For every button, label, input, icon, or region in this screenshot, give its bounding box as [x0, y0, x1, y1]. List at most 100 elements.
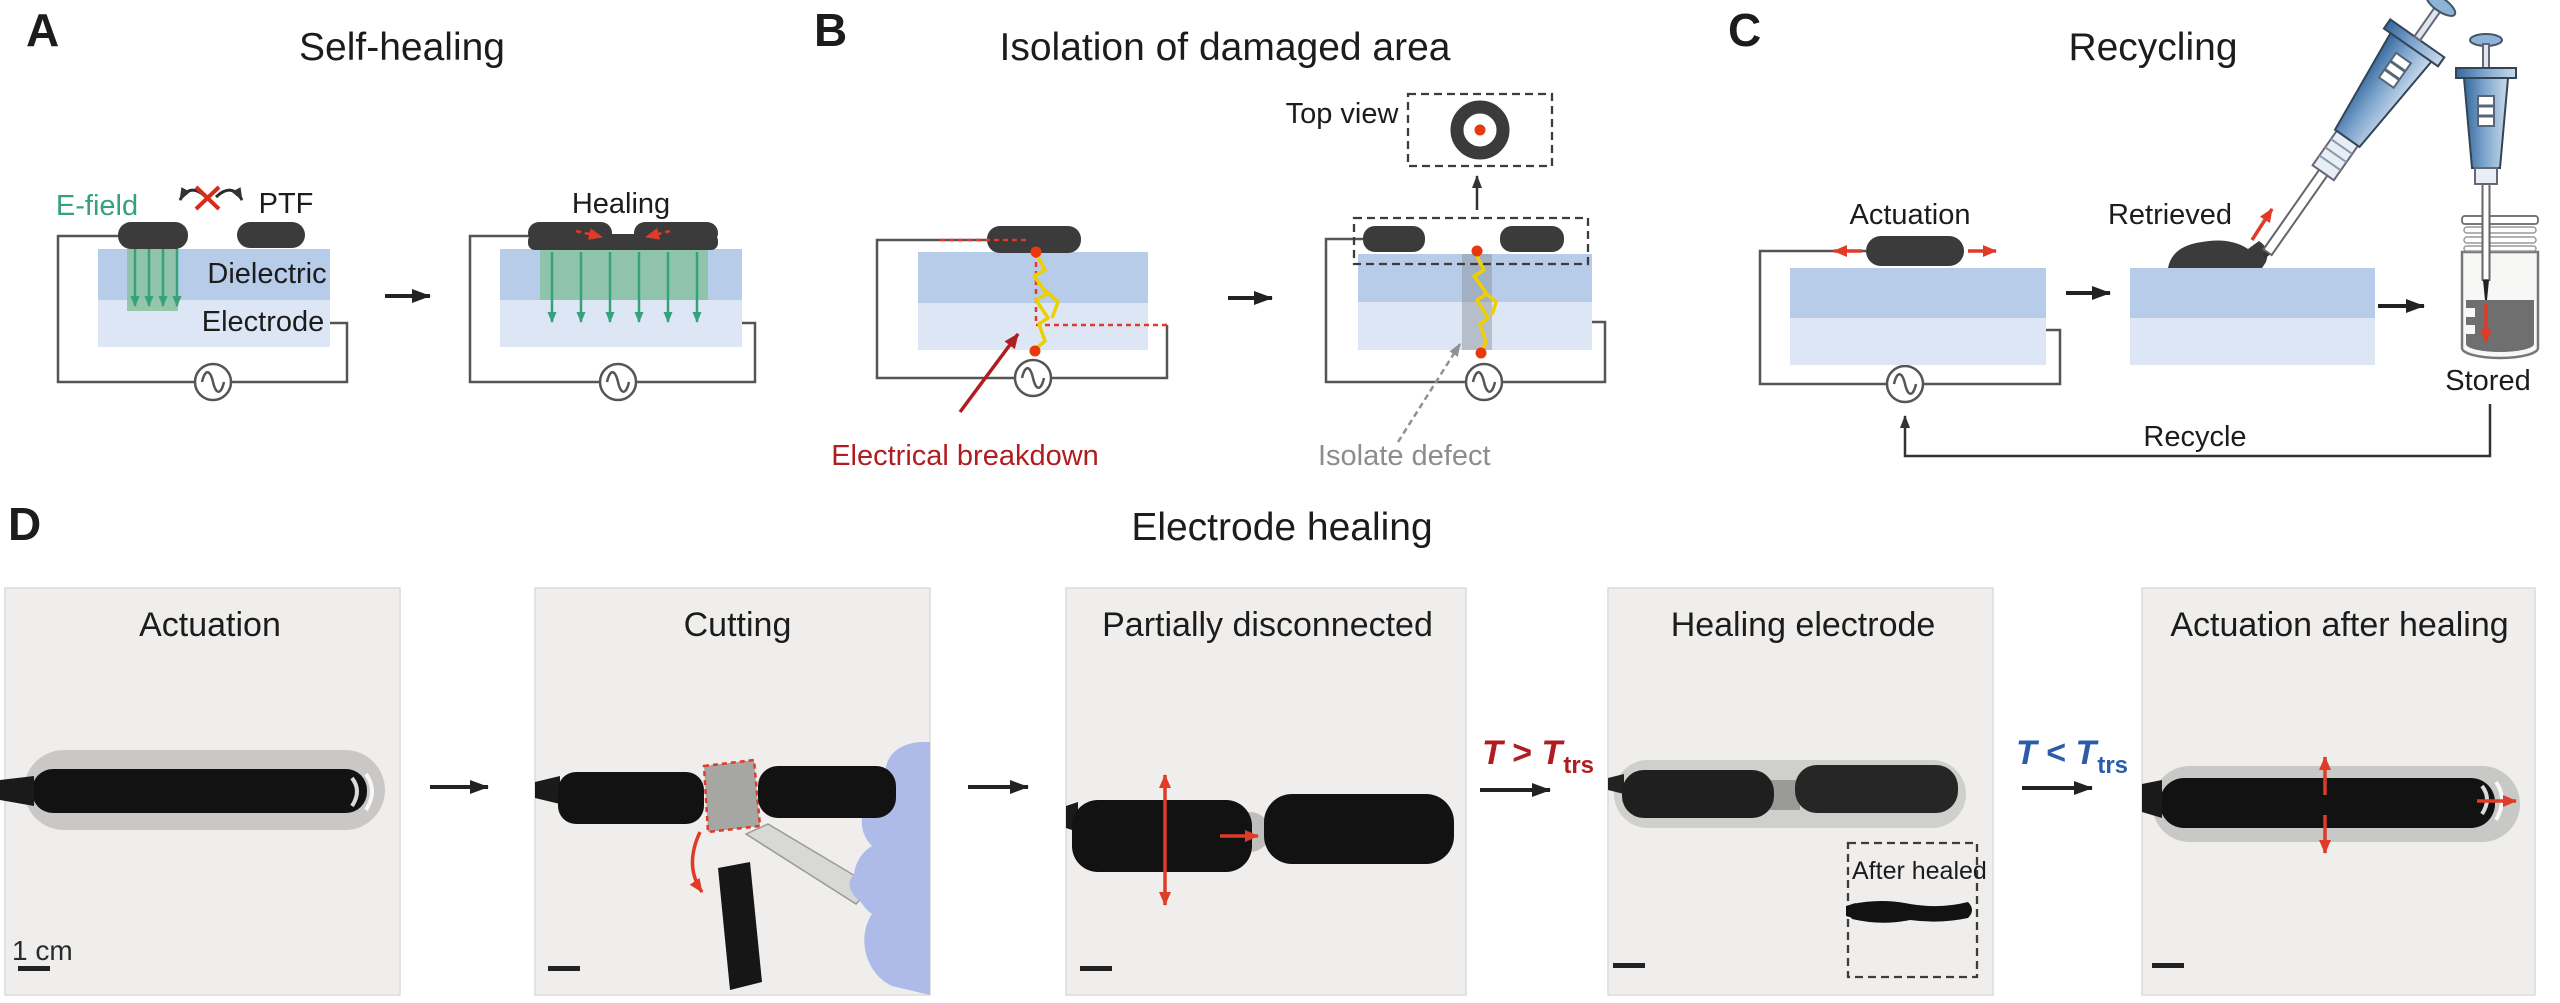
cut-arrow-icon [689, 831, 704, 893]
ac-source-icon [193, 362, 233, 402]
efield-arrows-icon [547, 252, 702, 323]
panel-c-letter: C [1728, 4, 1762, 56]
panel-a-title: Self-healing [299, 26, 505, 69]
breakdown-pointer-arrow [958, 332, 1020, 414]
dielectric-layer [2130, 268, 2375, 318]
panel-b-title: Isolation of damaged area [999, 26, 1451, 69]
panel-d-photos [0, 587, 2536, 996]
wire [1324, 237, 1466, 384]
photo4-content [1608, 760, 1979, 979]
ptf-electrode [1500, 226, 1564, 252]
panel-a-letter: A [26, 4, 60, 56]
defect-dot [1030, 246, 1042, 258]
top-view-outline [1352, 216, 1590, 266]
photo3-content [1066, 774, 1454, 971]
lead-wire [535, 776, 560, 804]
dielectric-layer [1790, 268, 2046, 318]
defect-dot [1474, 124, 1486, 136]
vial-icon [2460, 215, 2540, 360]
lightning-icon [1032, 254, 1050, 352]
temp-below-trs-label: T < Ttrs [2016, 734, 2136, 778]
temp-var: T [2075, 734, 2097, 772]
lightning-branch-icon [1043, 288, 1060, 319]
no-merge-icon [178, 185, 244, 211]
heal-arrow-icon [575, 228, 603, 240]
ac-source-icon [1013, 358, 1053, 398]
lightning-branch-icon [1482, 290, 1498, 316]
electrode-label: Electrode [201, 306, 325, 338]
lead-wire [1608, 774, 1624, 794]
stored-label: Stored [2445, 365, 2531, 397]
photo5-label: Actuation after healing [2170, 606, 2509, 644]
photo3-label: Partially disconnected [1102, 606, 1433, 644]
scale-bar [1080, 966, 1112, 971]
panel-c-title: Recycling [2068, 26, 2238, 69]
after-healed-label: After healed [1852, 857, 1987, 885]
actuation-label: Actuation [1849, 199, 1971, 231]
electrode-layer [2130, 318, 2375, 365]
ac-source-icon [598, 362, 638, 402]
stored-material [2466, 300, 2534, 352]
temp-above-trs-label: T > Ttrs [1482, 734, 1602, 778]
scale-bar [18, 966, 50, 971]
scale-bar [1613, 963, 1645, 968]
healing-neck [1770, 780, 1800, 810]
isolate-defect-label: Isolate defect [1318, 440, 1491, 472]
wire [1923, 328, 2062, 386]
ac-source-icon [1885, 364, 1925, 404]
healing-label: Healing [571, 188, 671, 220]
lead-wire [2142, 780, 2162, 818]
recycle-loop-arrow [1900, 404, 2492, 458]
photo5-content [2142, 756, 2520, 968]
efield-label: E-field [55, 190, 139, 222]
temp-op: > [1512, 734, 1533, 772]
ptf-blob-left [1622, 770, 1774, 818]
cut-piece [718, 862, 762, 990]
ptf-electrode [1866, 236, 1964, 266]
panel-d-title: Electrode healing [1131, 506, 1433, 549]
top-view-label: Top view [1285, 98, 1399, 130]
ptf-blob-right [1795, 765, 1958, 813]
photo-partially-disconnected [1065, 587, 1467, 996]
retrieved-blob [2168, 240, 2268, 268]
wire [875, 238, 1015, 380]
panel-d-letter: D [8, 498, 42, 550]
ptf-electrode [987, 226, 1081, 253]
retrieve-arrow-icon [2250, 208, 2274, 241]
defect-dot [1475, 347, 1487, 359]
ptf-blob [32, 769, 367, 813]
glove-thumb [849, 871, 895, 909]
photo2-content [535, 741, 930, 995]
temp-var: T [2016, 734, 2037, 772]
cut-region [702, 758, 762, 834]
ptf-blob-right [758, 766, 896, 818]
scale-bar [2152, 963, 2184, 968]
healed-strip [1849, 901, 1972, 923]
ptf-label: PTF [258, 188, 314, 220]
panel-b-diagram [875, 92, 1607, 443]
dielectric-label: Dielectric [207, 258, 327, 290]
panel-a-diagram [56, 185, 757, 402]
pipette-tip [2483, 280, 2489, 300]
breakdown-path-dashed [1034, 253, 1167, 327]
recycle-label: Recycle [2143, 421, 2247, 453]
retrieved-label: Retrieved [2107, 199, 2233, 231]
efield-region [540, 249, 708, 300]
ptf-electrode [118, 222, 188, 249]
electrode-layer [1790, 318, 2046, 365]
wire [1051, 325, 1169, 380]
lead-wire [0, 776, 34, 806]
ptf-electrode [237, 222, 305, 248]
defect-dot [1029, 345, 1041, 357]
lightning-icon [1472, 253, 1490, 352]
x-icon [194, 185, 221, 211]
temp-op: < [2046, 734, 2067, 772]
heal-arrow-icon [645, 228, 671, 240]
wire [231, 321, 349, 384]
wire [1502, 320, 1607, 384]
ptf-electrode [1363, 226, 1425, 252]
panel-b-letter: B [814, 4, 848, 56]
scale-bar-label: 1 cm [12, 935, 73, 966]
